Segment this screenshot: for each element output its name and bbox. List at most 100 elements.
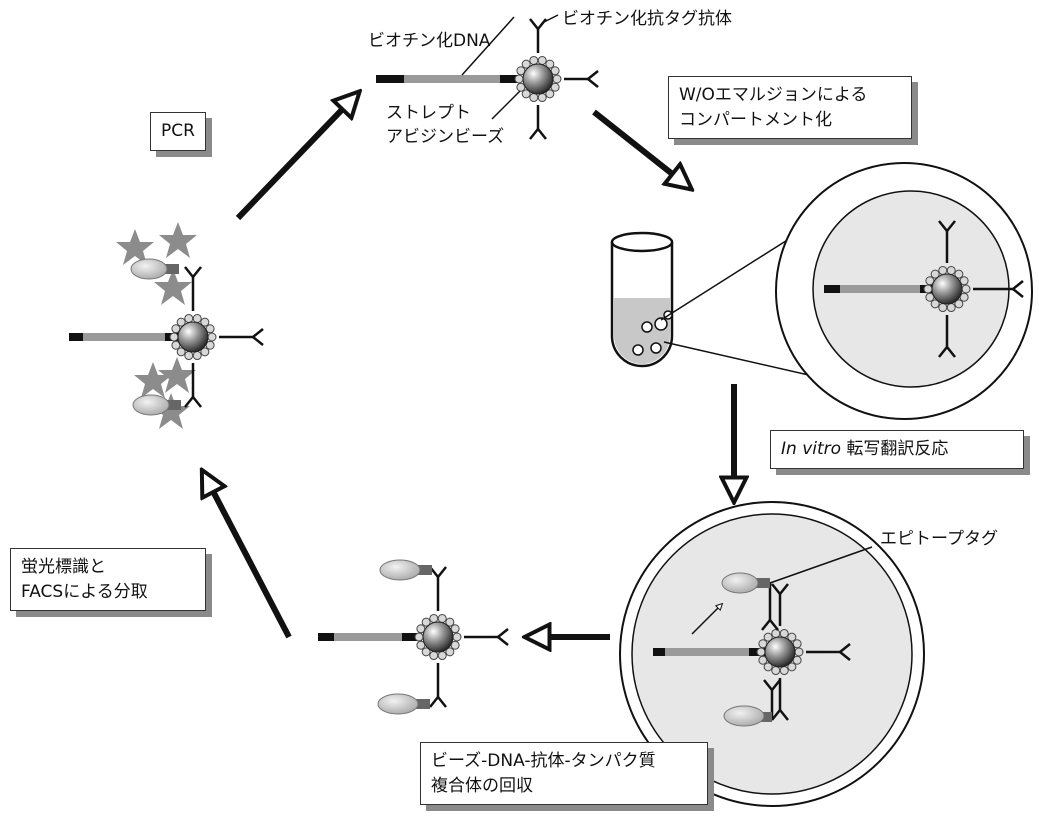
streptavidin-label-line2: アビジンビーズ xyxy=(386,127,505,147)
streptavidin-small-bead xyxy=(445,617,455,627)
dna-pointer xyxy=(461,16,515,76)
streptavidin-small-bead xyxy=(756,647,766,657)
fluorescent-labeled-complex xyxy=(69,222,265,429)
test-tube xyxy=(610,231,849,385)
streptavidin-small-bead xyxy=(529,93,539,103)
streptavidin-small-bead xyxy=(207,332,217,342)
pcr-step-box: PCR xyxy=(150,112,206,151)
streptavidin-small-bead xyxy=(938,265,948,275)
streptavidin-small-bead xyxy=(961,284,971,294)
star-icon xyxy=(154,269,192,305)
streptavidin-small-bead xyxy=(923,284,933,294)
streptavidin-small-bead xyxy=(437,613,447,623)
streptavidin-small-bead xyxy=(552,74,562,84)
dna-strand xyxy=(376,75,520,83)
streptavidin-small-bead xyxy=(452,632,462,642)
facs-step-line1: 蛍光標識と xyxy=(21,557,106,577)
streptavidin-small-bead xyxy=(787,662,797,672)
streptavidin-small-bead xyxy=(537,93,547,103)
streptavidin-bead xyxy=(522,63,554,95)
emulsion-step-line1: W/Oエマルジョンによる xyxy=(679,85,868,105)
streptavidin-small-bead xyxy=(192,351,202,361)
star-icon xyxy=(152,393,190,429)
top-bead-complex xyxy=(376,14,600,141)
facs-step-box: 蛍光標識と FACSによる分取 xyxy=(10,548,206,612)
streptavidin-small-bead xyxy=(429,651,439,661)
streptavidin-small-bead xyxy=(537,55,547,65)
streptavidin-small-bead xyxy=(779,628,789,638)
streptavidin-small-bead xyxy=(169,332,179,342)
recovery-step-line1: ビーズ-DNA-抗体-タンパク質 xyxy=(431,751,656,771)
streptavidin-small-bead xyxy=(200,317,210,327)
bead-pointer xyxy=(491,90,521,120)
tagged-protein-top xyxy=(721,572,780,632)
streptavidin-small-bead xyxy=(771,628,781,638)
streptavidin-small-bead xyxy=(437,651,447,661)
tagged-protein-bottom xyxy=(723,678,782,727)
streptavidin-small-bead xyxy=(545,89,555,99)
facs-step-line2: FACSによる分取 xyxy=(21,581,148,602)
droplet-zoom-top xyxy=(775,162,1033,420)
recovered-complex xyxy=(318,559,510,715)
streptavidin-small-bead xyxy=(521,89,531,99)
streptavidin-small-bead xyxy=(763,632,773,642)
streptavidin-small-bead xyxy=(445,647,455,657)
biotin-dna-label: ビオチン化DNA xyxy=(368,31,491,51)
ivt-step-box: In vitro 転写翻訳反応 xyxy=(770,430,1024,469)
star-icon xyxy=(159,222,197,258)
streptavidin-small-bead xyxy=(930,269,940,279)
biotin-antibody-label: ビオチン化抗タグ抗体 xyxy=(562,9,732,29)
droplet-zoom-bottom xyxy=(619,501,925,807)
star-icon xyxy=(158,357,196,393)
streptavidin-small-bead xyxy=(414,632,424,642)
antibody-pointer xyxy=(541,14,559,24)
streptavidin-small-bead xyxy=(954,299,964,309)
arrow-pcr-to-complex xyxy=(235,93,358,221)
translated-bead-complex xyxy=(653,582,852,722)
ivt-italic-label: In vitro xyxy=(781,439,842,459)
epitope-tag-label: エピトープタグ xyxy=(880,529,998,549)
streptavidin-small-bead xyxy=(514,74,524,84)
emulsion-step-box: W/Oエマルジョンによる コンパートメント化 xyxy=(668,76,912,140)
antibody-top xyxy=(528,17,548,53)
streptavidin-small-bead xyxy=(787,632,797,642)
recovery-step-line2: 複合体の回収 xyxy=(431,775,533,796)
cycle-arrows xyxy=(203,93,734,637)
streptavidin-small-bead xyxy=(529,55,539,65)
streptavidin-small-bead xyxy=(200,347,210,357)
emulsion-step-line2: コンパートメント化 xyxy=(679,109,832,130)
arrow-recovery-to-sort xyxy=(203,472,292,639)
streptavidin-small-bead xyxy=(429,613,439,623)
star-icon xyxy=(134,362,172,398)
streptavidin-small-bead xyxy=(545,59,555,69)
streptavidin-small-bead xyxy=(930,299,940,309)
streptavidin-small-bead xyxy=(421,647,431,657)
streptavidin-small-bead xyxy=(938,303,948,313)
streptavidin-small-bead xyxy=(946,303,956,313)
antibody-bottom xyxy=(528,105,548,141)
streptavidin-small-bead xyxy=(521,59,531,69)
pcr-step-label: PCR xyxy=(161,121,195,141)
streptavidin-small-bead xyxy=(954,269,964,279)
streptavidin-small-bead xyxy=(176,317,186,327)
recovery-step-box: ビーズ-DNA-抗体-タンパク質 複合体の回収 xyxy=(420,742,708,806)
streptavidin-small-bead xyxy=(176,347,186,357)
streptavidin-small-bead xyxy=(771,666,781,676)
streptavidin-small-bead xyxy=(421,617,431,627)
ivt-step-label: 転写翻訳反応 xyxy=(841,439,949,459)
streptavidin-small-bead xyxy=(184,313,194,323)
translation-arrow xyxy=(691,604,722,635)
streptavidin-small-bead xyxy=(192,313,202,323)
star-icon xyxy=(116,229,154,265)
streptavidin-small-bead xyxy=(794,647,804,657)
droplet-bead-complex xyxy=(824,219,1025,359)
streptavidin-label-line1: ストレプト xyxy=(386,103,471,123)
streptavidin-small-bead xyxy=(763,662,773,672)
streptavidin-small-bead xyxy=(779,666,789,676)
epitope-tag-pointer xyxy=(769,546,873,584)
antibody-right xyxy=(564,69,600,89)
arrow-complex-to-emulsion xyxy=(592,109,690,188)
streptavidin-small-bead xyxy=(946,265,956,275)
streptavidin-small-bead xyxy=(184,351,194,361)
